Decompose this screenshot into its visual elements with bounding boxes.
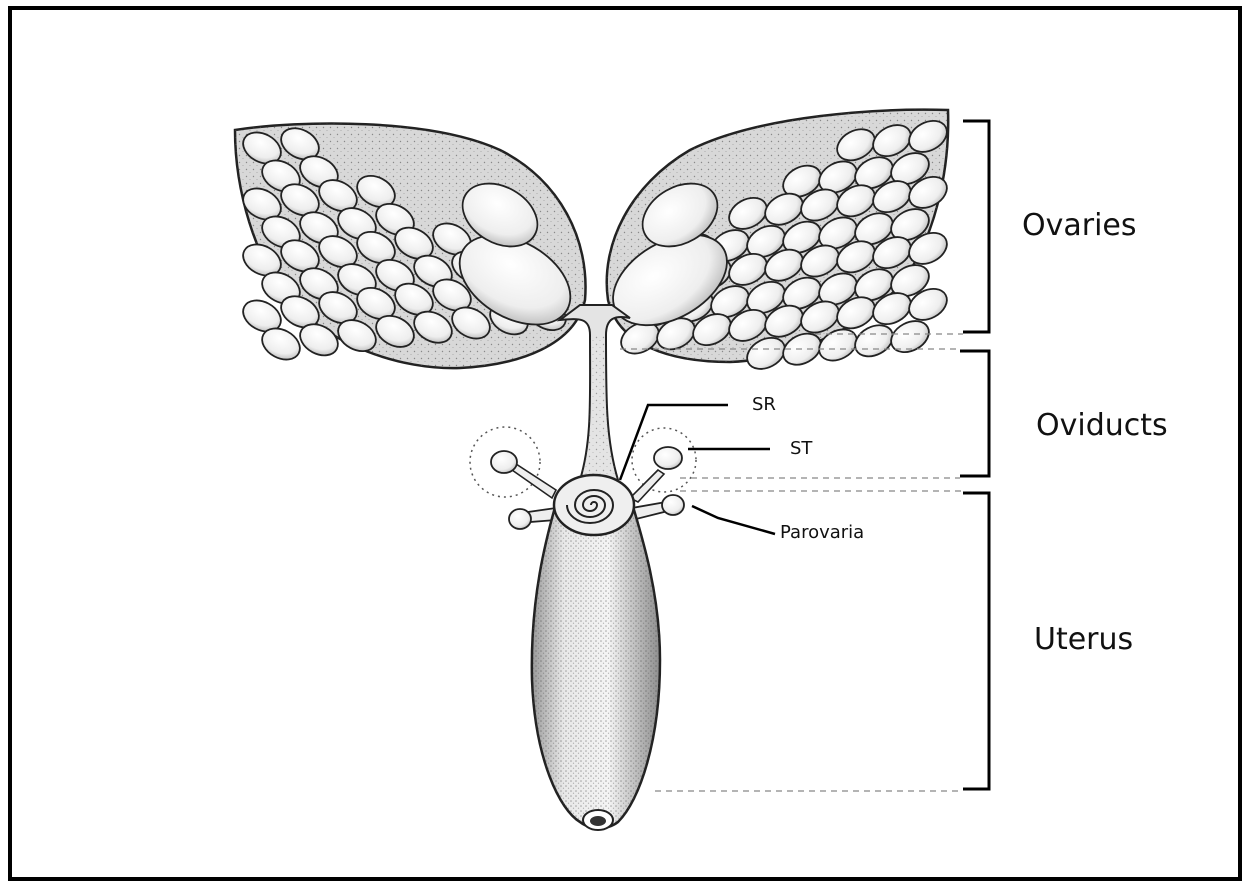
seminal-receptacle-coil bbox=[554, 475, 634, 535]
parovaria-leader-line bbox=[692, 506, 775, 534]
uterus-label: Uterus bbox=[1034, 622, 1133, 657]
uterus-body bbox=[532, 490, 660, 830]
oviducts-label: Oviducts bbox=[1036, 408, 1168, 443]
spermatheca-right bbox=[630, 428, 696, 502]
oviducts-bracket bbox=[960, 351, 989, 476]
sr-label: SR bbox=[752, 394, 776, 415]
ovaries-bracket bbox=[963, 121, 989, 332]
spermatheca-left bbox=[470, 427, 556, 498]
left-ovary bbox=[235, 122, 586, 368]
brackets bbox=[960, 121, 989, 789]
right-ovary bbox=[597, 110, 952, 375]
parovaria-label: Parovaria bbox=[780, 522, 864, 543]
dashed-guides bbox=[620, 334, 963, 791]
ovaries-label: Ovaries bbox=[1022, 208, 1137, 243]
oviduct-stalk bbox=[560, 305, 630, 480]
uterus-bracket bbox=[963, 493, 989, 789]
st-label: ST bbox=[790, 438, 812, 459]
